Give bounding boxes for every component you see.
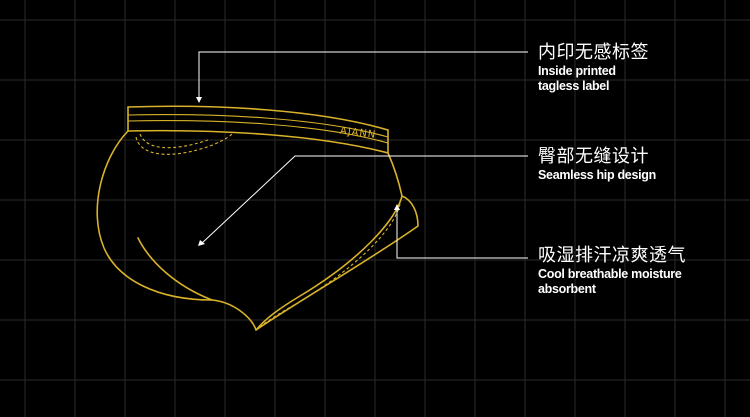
- leader-line-breathable: [396, 208, 528, 259]
- callout-breathable: 吸湿排汗凉爽透气 Cool breathable moisture absorb…: [538, 245, 686, 297]
- arrowhead-hip-design: [198, 240, 205, 246]
- brand-logo: AJANN: [339, 126, 376, 141]
- callout-breathable-en-line2: absorbent: [538, 282, 596, 296]
- waistband-stripe-1: [127, 114, 389, 138]
- waistband-bottom-edge: [127, 129, 389, 154]
- waistband-top-edge: [127, 105, 389, 131]
- callout-hip-design: 臀部无缝设计 Seamless hip design: [538, 146, 656, 183]
- callout-hip-design-cn: 臀部无缝设计: [538, 146, 649, 167]
- leader-line-tagless-label: [198, 51, 528, 99]
- callout-breathable-en-line1: Cool breathable moisture: [538, 267, 682, 281]
- arrowhead-tagless-label: [196, 97, 202, 103]
- callout-tagless-label-en-line1: Inside printed: [538, 64, 616, 78]
- inner-waist-stitch-2: [139, 133, 209, 149]
- callout-tagless-label-cn: 内印无感标签: [538, 42, 649, 63]
- brief-body-outline: [96, 130, 419, 331]
- waistband-stripe-2: [127, 120, 389, 144]
- callout-breathable-cn: 吸湿排汗凉爽透气: [538, 245, 686, 266]
- callout-tagless-label-en-line2: tagless label: [538, 79, 610, 93]
- callout-hip-design-en-line1: Seamless hip design: [538, 168, 656, 182]
- leader-line-hip-design: [200, 155, 528, 245]
- arrowhead-breathable: [394, 204, 400, 210]
- leader-lines: [196, 51, 528, 259]
- leg-opening: [137, 237, 213, 301]
- inner-waist-stitch: [135, 133, 233, 155]
- callout-tagless-label: 内印无感标签 Inside printed tagless label: [538, 42, 649, 94]
- leg-opening-inner: [255, 195, 403, 331]
- front-seam-stitch: [257, 203, 401, 329]
- underwear-illustration: AJANN: [96, 105, 419, 331]
